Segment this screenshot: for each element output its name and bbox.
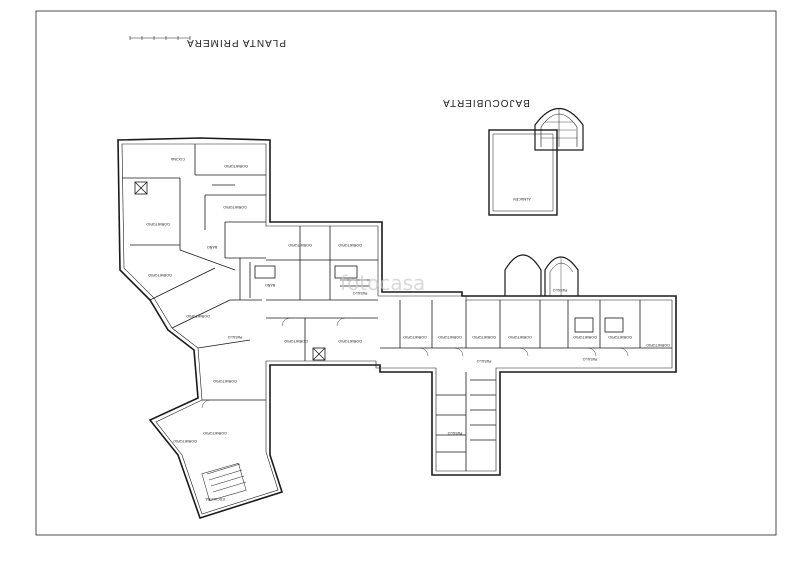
- room-label: PASILLO: [227, 335, 242, 339]
- room-label: DORMITORIO: [173, 439, 196, 443]
- room-label: DORMITORIO: [213, 379, 236, 383]
- room-label: DORMITORIO: [284, 339, 307, 343]
- room-label: DORMITORIO: [508, 335, 531, 339]
- room-label: DORMITORIO: [338, 243, 361, 247]
- room-label: DORMITORIO: [203, 431, 226, 435]
- room-label: BAÑO: [265, 283, 275, 288]
- room-label: ESCALERA: [205, 497, 225, 501]
- room-label: DORMITORIO: [573, 335, 596, 339]
- room-label: PASILLO: [352, 291, 367, 295]
- bajocubierta-title: BAJOCUBIERTA: [442, 97, 530, 108]
- watermark: fotocasa: [340, 271, 425, 295]
- sheet-frame: [35, 10, 777, 536]
- room-label: BAÑO: [207, 245, 217, 250]
- scale-bar-icon: [129, 36, 191, 40]
- room-label: DORMITORIO: [148, 273, 171, 277]
- room-label: DORMITORIO: [288, 243, 311, 247]
- room-label: DORMITORIO: [403, 335, 426, 339]
- room-label: DORMITORIO: [224, 164, 247, 168]
- room-label: PASILLO: [476, 359, 491, 363]
- room-label: DORMITORIO: [472, 335, 495, 339]
- room-label: COCINA: [170, 157, 185, 161]
- room-label: DORMITORIO: [146, 222, 169, 226]
- room-label: PASILLO: [582, 357, 597, 361]
- room-label: PASILLO: [552, 288, 567, 292]
- room-labels: DORMITORIO DORMITORIO DORMITORIO DORMITO…: [146, 157, 669, 501]
- room-label: DORMITORIO: [223, 205, 246, 209]
- room-label: DORMITORIO: [438, 335, 461, 339]
- room-label: ALMACEN: [513, 197, 531, 201]
- room-label: DORMITORIO: [338, 339, 361, 343]
- room-label: PASILLO: [447, 431, 462, 435]
- room-label: DORMITORIO: [646, 343, 669, 347]
- planta-primera-plan: [117, 137, 677, 519]
- bajocubierta-plan: [488, 108, 584, 216]
- room-label: DORMITORIO: [608, 335, 631, 339]
- left-wing-walls: [117, 137, 677, 519]
- planta-primera-title: PLANTA PRIMERA: [186, 37, 286, 48]
- room-label: DORMITORIO: [186, 314, 209, 318]
- planta-primera-title-group: PLANTA PRIMERA: [129, 36, 286, 48]
